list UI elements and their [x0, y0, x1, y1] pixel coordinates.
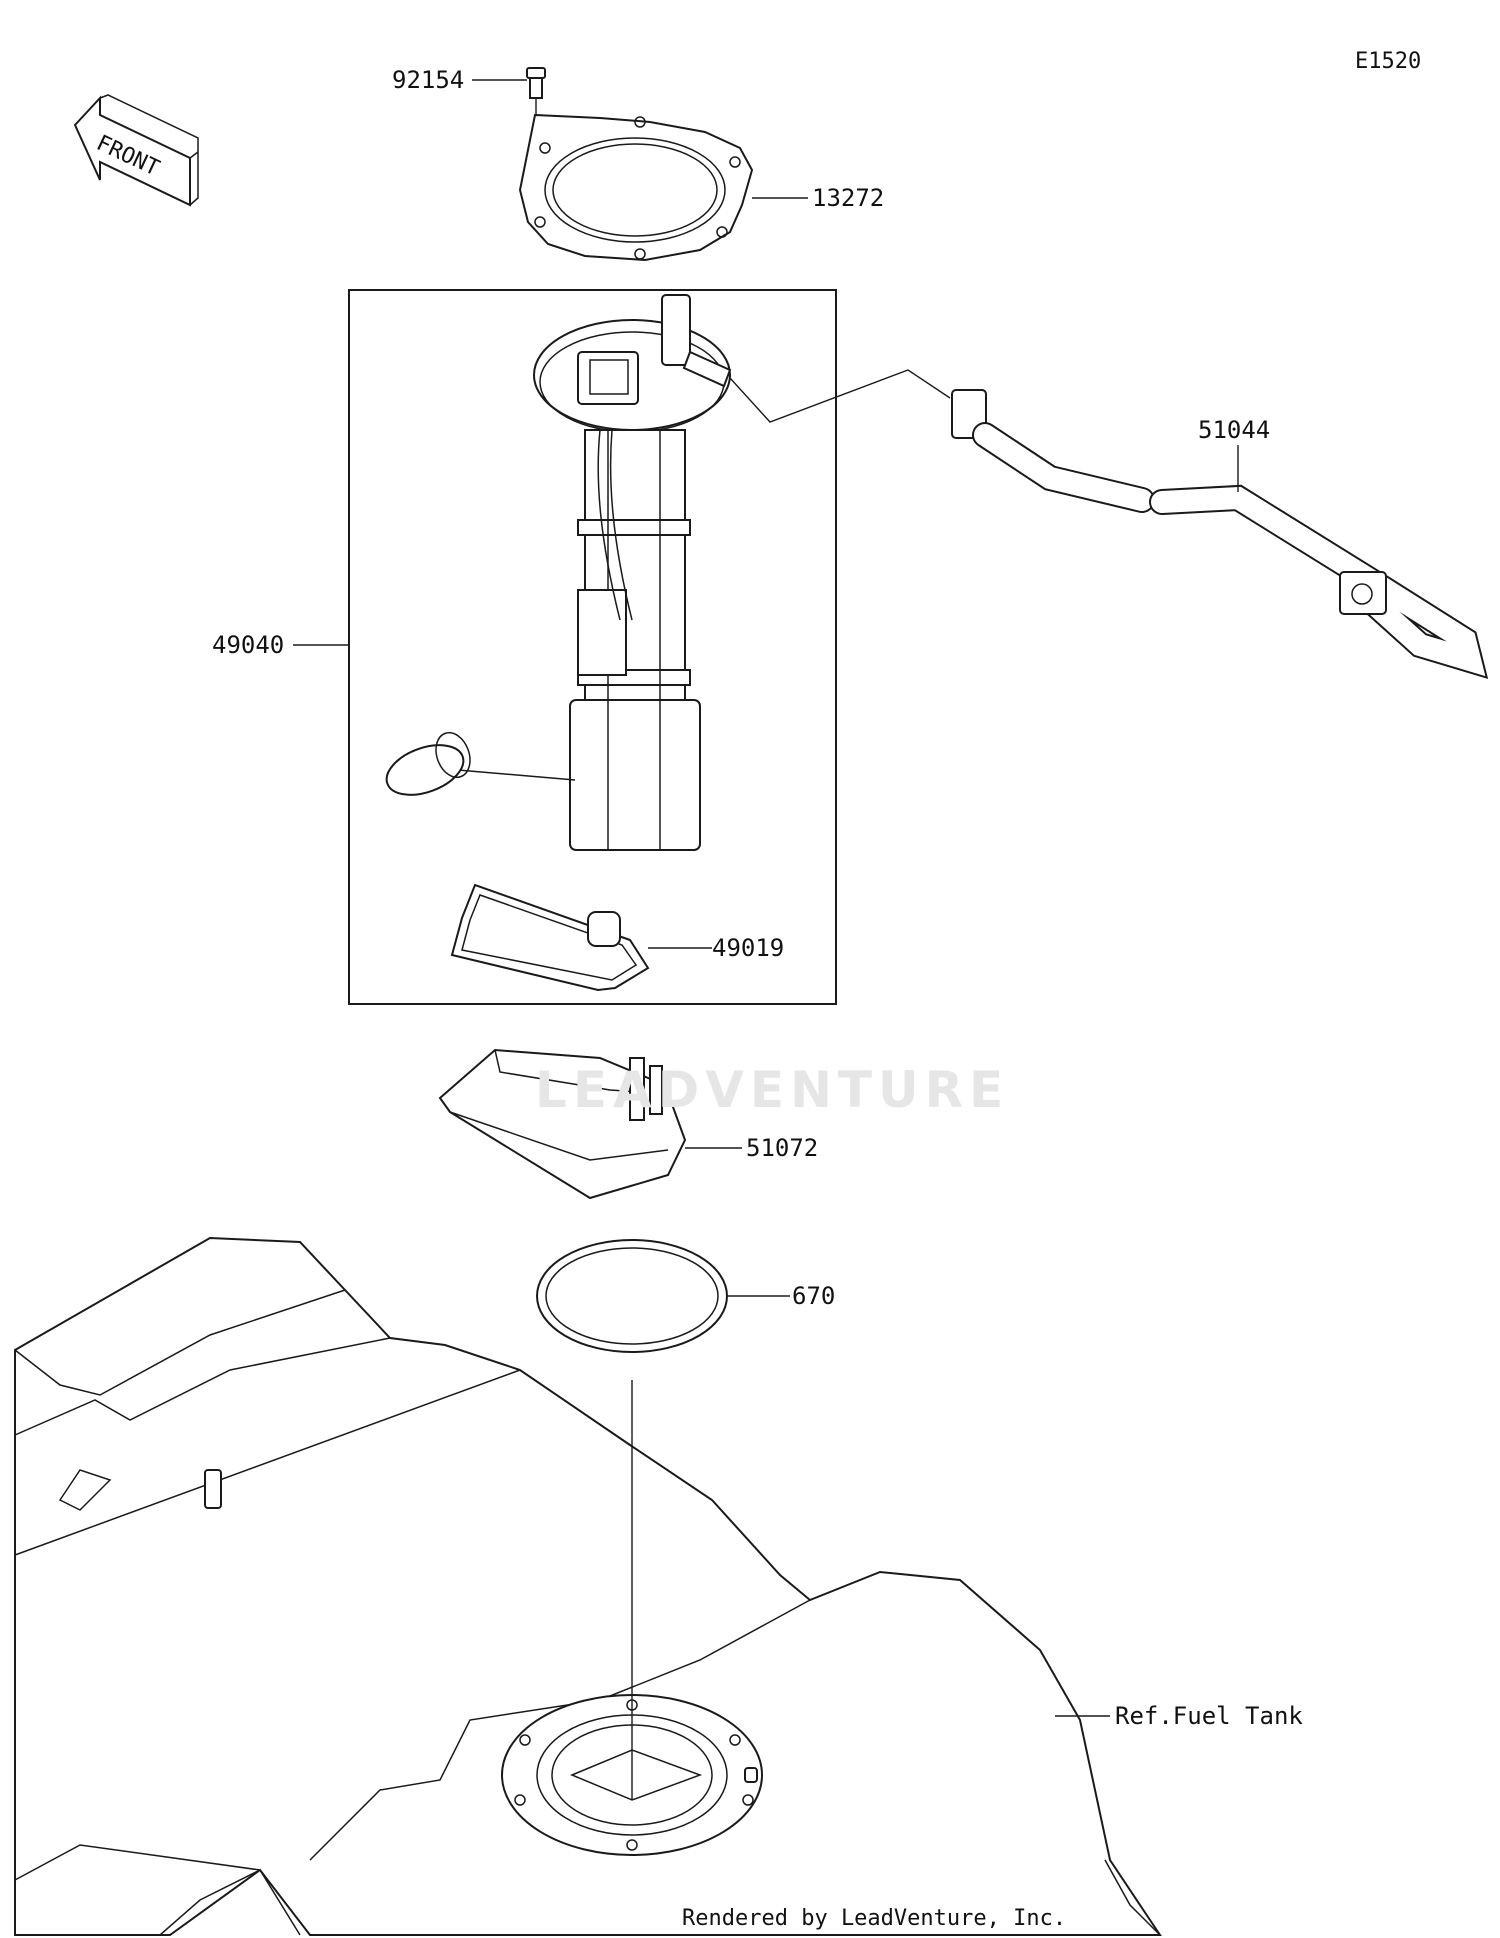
gasket-part [518, 113, 754, 262]
filter-part [450, 883, 650, 992]
callout-o-ring: 670 [792, 1282, 835, 1310]
hose-part [729, 369, 1489, 680]
callout-hose: 51044 [1198, 416, 1270, 444]
fuel-pump-part [385, 294, 732, 851]
footer-credit: Rendered by LeadVenture, Inc. [682, 1906, 1066, 1931]
strainer-case-part [438, 1048, 687, 1200]
front-arrow-icon: FRONT [73, 94, 199, 207]
callout-strainer-case: 51072 [746, 1134, 818, 1162]
fuel-tank-part [14, 1236, 1162, 1936]
callout-filter: 49019 [712, 934, 784, 962]
diagram-code: E1520 [1355, 49, 1421, 74]
watermark-text: LEADVENTURE [535, 1061, 1009, 1119]
callout-fuel-pump-assy: 49040 [212, 631, 284, 659]
callout-bolt: 92154 [392, 66, 464, 94]
callout-fuel-tank-ref: Ref.Fuel Tank [1115, 1702, 1303, 1730]
callout-gasket: 13272 [812, 184, 884, 212]
o-ring-part [536, 1239, 728, 1353]
fuel-pump-assy-box [348, 289, 837, 1005]
